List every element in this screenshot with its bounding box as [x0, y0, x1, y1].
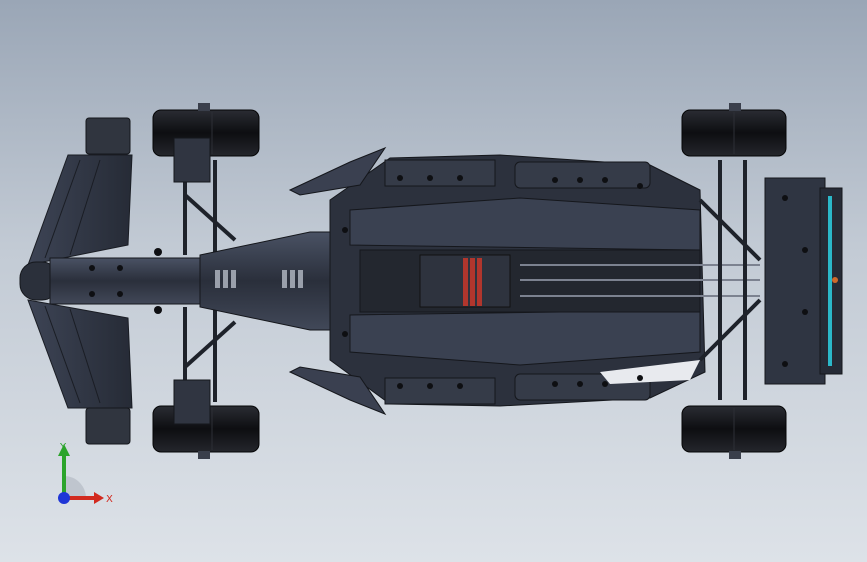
rear-left-tire	[681, 103, 787, 157]
x-axis-label: X	[106, 494, 113, 505]
rear-right-tire	[681, 405, 787, 459]
front-suspension	[173, 137, 237, 425]
engine-bay	[359, 249, 760, 313]
rear-suspension	[698, 160, 762, 400]
y-axis-label: Y	[59, 442, 67, 453]
side-mirrors	[288, 146, 387, 416]
coordinate-triad: Y X	[58, 442, 113, 505]
nose-cone	[19, 248, 201, 314]
z-axis-dot	[58, 492, 70, 504]
fasteners	[342, 175, 643, 389]
rear-wing	[764, 177, 843, 385]
front-wing	[27, 117, 133, 445]
monocoque-body	[199, 231, 331, 331]
